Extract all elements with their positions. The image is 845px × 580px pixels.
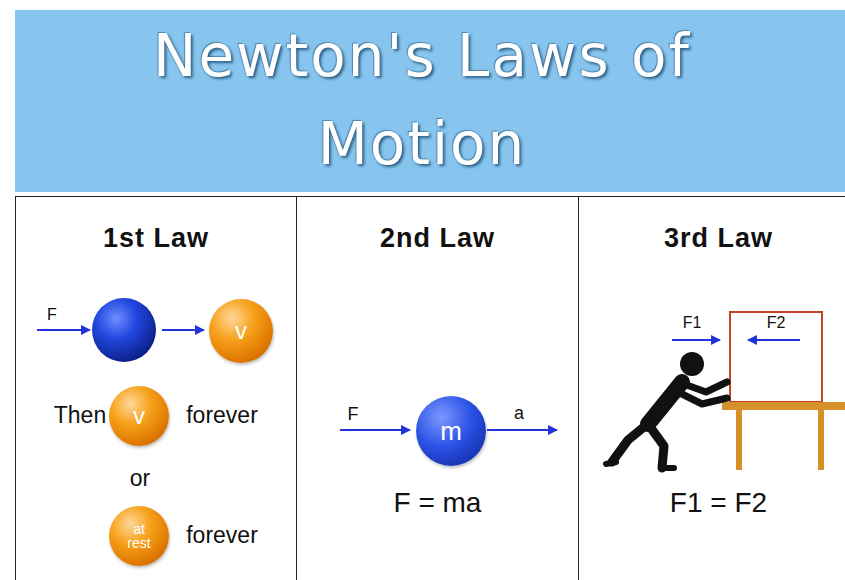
law-formula: F = ma bbox=[297, 487, 578, 519]
ball-label: at rest bbox=[122, 522, 156, 550]
force-arrow bbox=[340, 429, 410, 431]
law-heading: 1st Law bbox=[16, 223, 296, 254]
force-label: F2 bbox=[767, 314, 786, 332]
law-panel: 3rd Law F1 = F2 bbox=[578, 196, 845, 580]
acceleration-label: a bbox=[514, 403, 524, 424]
ball: at rest bbox=[109, 506, 169, 566]
ball-label: m bbox=[440, 416, 462, 447]
pushed-box bbox=[730, 312, 822, 402]
person-silhouette bbox=[606, 352, 727, 468]
text-label: forever bbox=[186, 402, 258, 429]
force-arrow bbox=[748, 339, 800, 341]
table-leg bbox=[818, 410, 824, 470]
force-label: F1 bbox=[683, 314, 702, 332]
force-arrow bbox=[672, 339, 720, 341]
ball: v bbox=[109, 386, 169, 446]
ball-label: v bbox=[133, 402, 145, 430]
force-label: F bbox=[47, 306, 57, 324]
text-label: or bbox=[130, 465, 150, 492]
law-heading: 3rd Law bbox=[579, 223, 845, 254]
text-label: Then bbox=[54, 402, 106, 429]
force-label: F bbox=[348, 404, 359, 425]
blue-ball bbox=[92, 298, 156, 362]
table-top bbox=[722, 402, 845, 410]
table-leg bbox=[736, 410, 742, 470]
ball: v bbox=[209, 299, 273, 363]
ball: m bbox=[416, 396, 486, 466]
title: Newton's Laws of Motion bbox=[142, 12, 702, 188]
acceleration-arrow bbox=[487, 429, 557, 431]
motion-arrow bbox=[162, 329, 204, 331]
law-panel: 2nd Law F = ma m bbox=[296, 196, 578, 580]
ball-label: v bbox=[235, 317, 247, 345]
law-heading: 2nd Law bbox=[297, 223, 578, 254]
law-formula: F1 = F2 bbox=[579, 487, 845, 519]
force-arrow bbox=[37, 329, 90, 331]
text-label: forever bbox=[186, 522, 258, 549]
